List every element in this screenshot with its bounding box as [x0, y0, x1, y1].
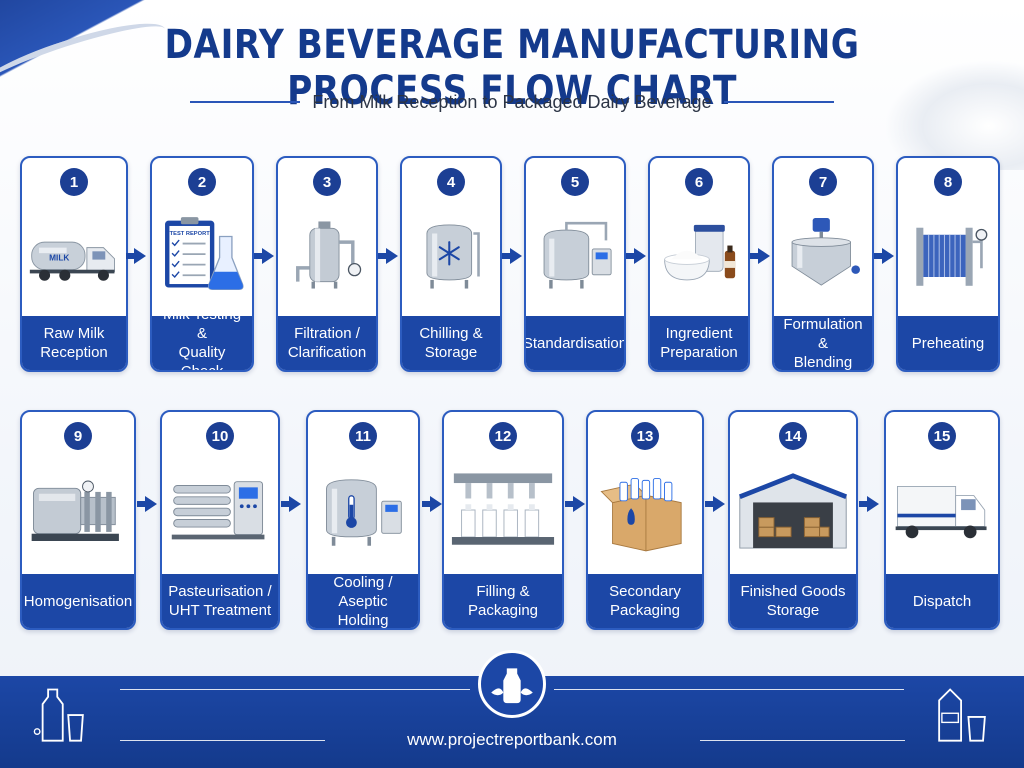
- step-label: Chilling & Storage: [402, 316, 500, 370]
- flow-arrow: [705, 496, 725, 512]
- step-card-13[interactable]: 13 Secondary Packaging: [586, 410, 704, 630]
- aseptic-tank-icon: [314, 452, 412, 570]
- step-number-badge: 6: [685, 168, 713, 196]
- filtration-vessel-icon: [284, 198, 370, 312]
- step-card-10[interactable]: 10 Pasteurisation / UHT Treatment: [160, 410, 280, 630]
- flow-arrow: [750, 248, 770, 264]
- flow-arrow: [859, 496, 879, 512]
- uht-system-icon: [168, 452, 272, 570]
- flow-arrow: [502, 248, 522, 264]
- step-card-12[interactable]: 12 Filling & Packaging: [442, 410, 564, 630]
- step-label: Raw Milk Reception: [22, 316, 126, 370]
- subtitle-line-right: [723, 101, 834, 103]
- step-label: Secondary Packaging: [588, 574, 702, 628]
- step-label: Standardisation: [526, 316, 624, 370]
- subtitle-line-left: [190, 101, 301, 103]
- footer-rule-lower-left: [120, 740, 325, 741]
- blending-tank-icon: [780, 198, 866, 312]
- step-card-5[interactable]: 5 Standardisation: [524, 156, 626, 372]
- step-label: Preheating: [898, 316, 998, 370]
- step-label: Homogenisation: [22, 574, 134, 628]
- svg-text:MILK: MILK: [49, 254, 69, 263]
- step-number-badge: 9: [64, 422, 92, 450]
- step-label: Dispatch: [886, 574, 998, 628]
- warehouse-icon: [736, 452, 850, 570]
- step-label: Pasteurisation / UHT Treatment: [162, 574, 278, 628]
- svg-text:TEST REPORT: TEST REPORT: [170, 231, 211, 237]
- milk-bottle-glass-icon: [28, 684, 92, 753]
- standardisation-tank-icon: [532, 198, 618, 312]
- flow-arrow: [565, 496, 585, 512]
- filling-machine-icon: [450, 452, 556, 570]
- homogeniser-icon: [28, 452, 128, 570]
- step-card-2[interactable]: 2 TEST REPORT Milk Testing & Quality Che…: [150, 156, 254, 372]
- plate-heat-exchanger-icon: [904, 198, 992, 312]
- step-label: Cooling / Aseptic Holding: [308, 574, 418, 628]
- step-label: Formulation & Blending: [774, 316, 872, 370]
- step-label: Ingredient Preparation: [650, 316, 748, 370]
- flow-arrow: [422, 496, 442, 512]
- step-number-badge: 4: [437, 168, 465, 196]
- flow-arrow: [874, 248, 894, 264]
- step-number-badge: 10: [206, 422, 234, 450]
- step-number-badge: 14: [779, 422, 807, 450]
- subtitle-row: From Milk Reception to Packaged Dairy Be…: [0, 90, 1024, 114]
- step-number-badge: 3: [313, 168, 341, 196]
- step-card-4[interactable]: 4 Chilling & Storage: [400, 156, 502, 372]
- flow-arrow: [281, 496, 301, 512]
- step-number-badge: 7: [809, 168, 837, 196]
- step-card-15[interactable]: 15 Dispatch: [884, 410, 1000, 630]
- step-label: Filling & Packaging: [444, 574, 562, 628]
- flow-arrow: [137, 496, 157, 512]
- step-number-badge: 1: [60, 168, 88, 196]
- step-card-3[interactable]: 3 Filtration / Clarification: [276, 156, 378, 372]
- step-number-badge: 13: [631, 422, 659, 450]
- flow-arrow: [378, 248, 398, 264]
- step-number-badge: 11: [349, 422, 377, 450]
- step-label: Milk Testing & Quality Check: [152, 306, 252, 370]
- step-card-14[interactable]: 14 Finished Goods Storage: [728, 410, 858, 630]
- test-report-clipboard-icon: TEST REPORT: [158, 198, 246, 312]
- step-number-badge: 2: [188, 168, 216, 196]
- flow-arrow: [254, 248, 274, 264]
- milk-splash-logo-icon: [478, 650, 546, 718]
- step-card-7[interactable]: 7 Formulation & Blending: [772, 156, 874, 372]
- step-number-badge: 8: [934, 168, 962, 196]
- milk-tanker-truck-icon: MILK: [28, 198, 120, 312]
- milk-splash-decoration: [884, 60, 1024, 170]
- footer-rule-lower-right: [700, 740, 905, 741]
- step-card-11[interactable]: 11 Cooling / Aseptic Holding: [306, 410, 420, 630]
- delivery-truck-icon: [892, 452, 992, 570]
- page-subtitle: From Milk Reception to Packaged Dairy Be…: [312, 91, 712, 112]
- flow-arrow: [626, 248, 646, 264]
- step-card-1[interactable]: 1 MILK Raw Milk Reception: [20, 156, 128, 372]
- step-number-badge: 5: [561, 168, 589, 196]
- step-label: Finished Goods Storage: [730, 574, 856, 628]
- flow-arrow: [126, 248, 146, 264]
- step-number-badge: 15: [928, 422, 956, 450]
- milk-carton-glass-icon: [930, 684, 994, 753]
- step-label: Filtration / Clarification: [278, 316, 376, 370]
- carton-box-icon: [594, 452, 696, 570]
- footer-website-link[interactable]: www.projectreportbank.com: [407, 730, 617, 749]
- step-number-badge: 12: [489, 422, 517, 450]
- chilling-tank-icon: [408, 198, 494, 312]
- footer-rule-upper-left: [120, 689, 470, 690]
- step-card-6[interactable]: 6 Ingredient Preparation: [648, 156, 750, 372]
- ingredients-icon: [656, 198, 742, 312]
- page-title: DAIRY BEVERAGE MANUFACTURING PROCESS FLO…: [164, 22, 860, 114]
- footer-rule-upper-right: [554, 689, 904, 690]
- step-card-9[interactable]: 9 Homogenisation: [20, 410, 136, 630]
- step-card-8[interactable]: 8 Preheating: [896, 156, 1000, 372]
